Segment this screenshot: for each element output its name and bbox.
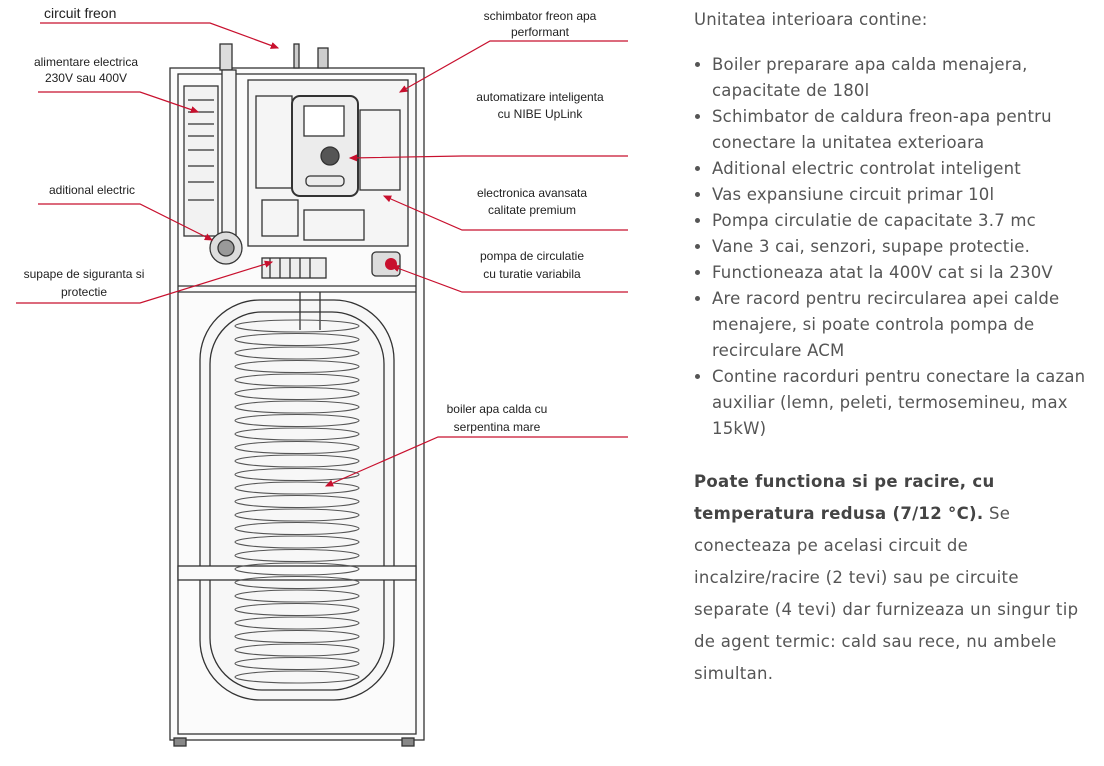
feature-list: Boiler preparare apa calda menajera, cap…	[694, 52, 1098, 442]
label-alimentare-2: 230V sau 400V	[45, 71, 127, 85]
feature-item: Pompa circulatie de capacitate 3.7 mc	[712, 208, 1098, 234]
label-aditional: aditional electric	[49, 183, 135, 197]
feature-item: Boiler preparare apa calda menajera, cap…	[712, 52, 1098, 104]
label-schimbator-2: performant	[511, 25, 570, 39]
label-schimbator-1: schimbator freon apa	[484, 9, 597, 23]
feature-item: Contine racorduri pentru conectare la ca…	[712, 364, 1098, 442]
cooling-paragraph: Poate functiona si pe racire, cu tempera…	[694, 466, 1098, 690]
feature-item: Schimbator de caldura freon-apa pentru c…	[712, 104, 1098, 156]
label-circuit-freon: circuit freon	[44, 5, 116, 21]
intro-text: Unitatea interioara contine:	[694, 8, 1098, 32]
label-electronica-1: electronica avansata	[477, 186, 587, 200]
description-column: Unitatea interioara contine: Boiler prep…	[694, 8, 1098, 690]
cooling-paragraph-text: Se conecteaza pe acelasi circuit de inca…	[694, 504, 1078, 683]
heat-pump-diagram: circuit freon schimbator freon apa perfo…	[0, 0, 640, 766]
label-alimentare-1: alimentare electrica	[34, 55, 138, 69]
label-automatizare-2: cu NIBE UpLink	[498, 107, 584, 121]
label-supape-1: supape de siguranta si	[24, 267, 145, 281]
label-automatizare-1: automatizare inteligenta	[476, 90, 604, 104]
label-boiler-1: boiler apa calda cu	[447, 402, 548, 416]
feature-item: Vane 3 cai, senzori, supape protectie.	[712, 234, 1098, 260]
cooling-paragraph-bold: Poate functiona si pe racire, cu tempera…	[694, 472, 995, 523]
label-pompa-2: cu turatie variabila	[483, 267, 581, 281]
feature-item: Are racord pentru recircularea apei cald…	[712, 286, 1098, 364]
feature-item: Vas expansiune circuit primar 10l	[712, 182, 1098, 208]
label-electronica-2: calitate premium	[488, 203, 576, 217]
cabinet-drawing	[170, 44, 424, 746]
feature-item: Functioneaza atat la 400V cat si la 230V	[712, 260, 1098, 286]
feature-item: Aditional electric controlat inteligent	[712, 156, 1098, 182]
label-pompa-1: pompa de circulatie	[480, 249, 584, 263]
label-boiler-2: serpentina mare	[454, 420, 541, 434]
label-supape-2: protectie	[61, 285, 107, 299]
